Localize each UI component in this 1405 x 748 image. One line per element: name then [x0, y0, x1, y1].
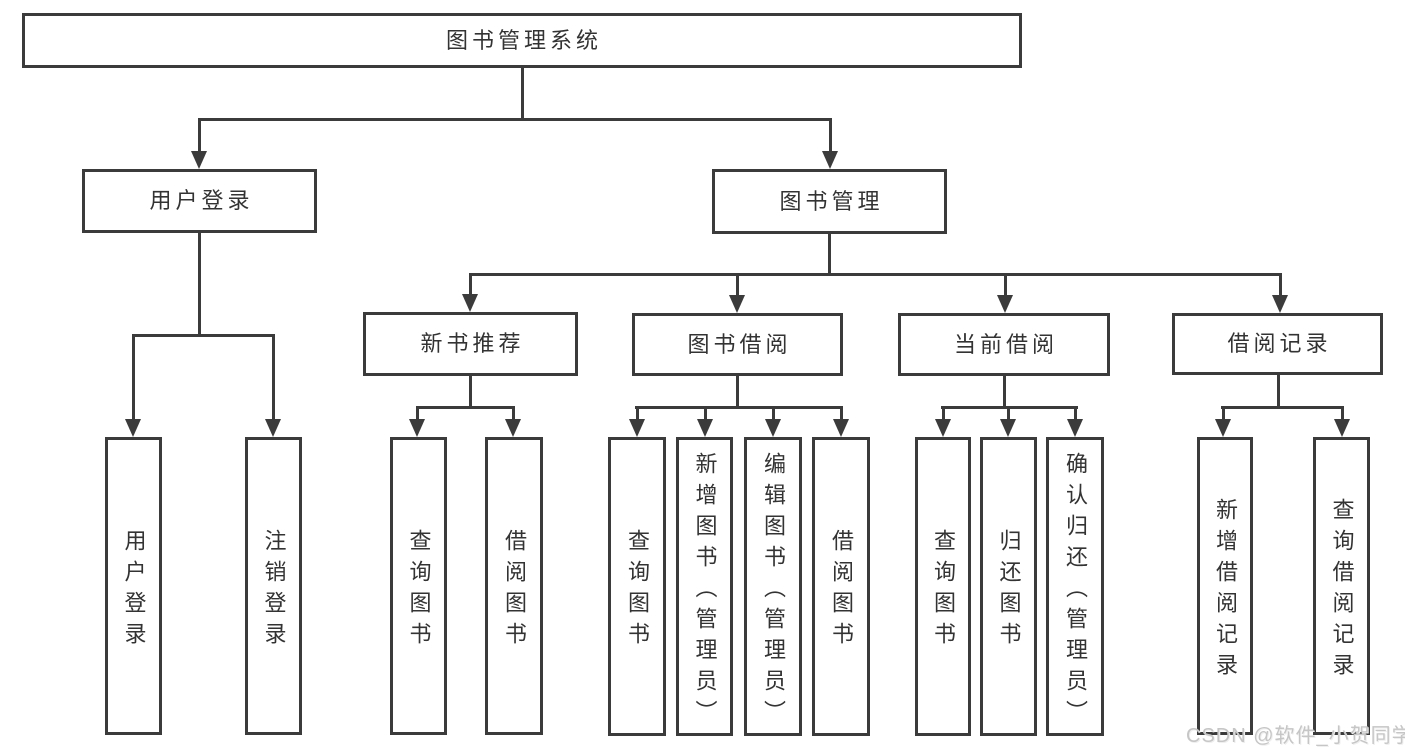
arrow-down-icon: [191, 151, 207, 169]
connector-line: [942, 406, 945, 421]
connector-line: [736, 273, 739, 297]
node-root: 图书管理系统: [22, 13, 1022, 68]
connector-line: [416, 406, 514, 409]
node-rec-query: 查询图书: [390, 437, 447, 735]
arrow-down-icon: [629, 419, 645, 437]
connector-line: [829, 118, 832, 153]
node-cur-return: 归还图书: [980, 437, 1037, 736]
connector-line: [469, 273, 472, 296]
arrow-down-icon: [729, 295, 745, 313]
connector-line: [272, 334, 275, 421]
connector-line: [636, 406, 639, 421]
node-book-mgmt: 图书管理: [712, 169, 947, 234]
connector-line: [512, 406, 515, 421]
connector-line: [1279, 273, 1282, 297]
connector-line: [132, 334, 275, 337]
connector-line: [828, 234, 831, 275]
node-current-borrow: 当前借阅: [898, 313, 1110, 376]
arrow-down-icon: [1215, 419, 1231, 437]
connector-line: [416, 406, 419, 421]
connector-line: [1074, 406, 1077, 421]
connector-line: [1003, 376, 1006, 408]
connector-line: [1277, 375, 1280, 408]
arrow-down-icon: [265, 419, 281, 437]
connector-line: [198, 118, 201, 153]
connector-line: [1341, 406, 1344, 421]
node-borrow-add: 新增图书（管理员）: [676, 437, 733, 736]
connector-line: [1222, 406, 1225, 421]
watermark: CSDN @软件_小贺同学: [1186, 725, 1405, 747]
arrow-down-icon: [833, 419, 849, 437]
arrow-down-icon: [1334, 419, 1350, 437]
arrow-down-icon: [822, 151, 838, 169]
node-book-borrow: 图书借阅: [632, 313, 843, 376]
connector-line: [635, 406, 843, 409]
node-borrow-edit: 编辑图书（管理员）: [744, 437, 802, 736]
node-borrow-query: 查询图书: [608, 437, 666, 736]
connector-line: [198, 233, 201, 336]
node-borrow-borrow: 借阅图书: [812, 437, 870, 736]
arrow-down-icon: [1067, 419, 1083, 437]
connector-line: [840, 406, 843, 421]
connector-line: [1004, 273, 1007, 297]
arrow-down-icon: [505, 419, 521, 437]
connector-line: [198, 118, 832, 121]
node-cur-confirm: 确认归还（管理员）: [1046, 437, 1104, 736]
connector-line: [704, 406, 707, 421]
connector-line: [772, 406, 775, 421]
connector-line: [469, 376, 472, 408]
connector-line: [736, 376, 739, 408]
node-login-logout: 注销登录: [245, 437, 302, 735]
connector-line: [132, 334, 135, 421]
arrow-down-icon: [1000, 419, 1016, 437]
arrow-down-icon: [997, 295, 1013, 313]
node-user-login: 用户登录: [82, 169, 317, 233]
connector-line: [521, 68, 524, 119]
arrow-down-icon: [1272, 295, 1288, 313]
arrow-down-icon: [697, 419, 713, 437]
node-borrow-record: 借阅记录: [1172, 313, 1383, 375]
node-record-query: 查询借阅记录: [1313, 437, 1370, 735]
node-new-book-rec: 新书推荐: [363, 312, 578, 376]
arrow-down-icon: [765, 419, 781, 437]
arrow-down-icon: [935, 419, 951, 437]
node-record-add: 新增借阅记录: [1197, 437, 1253, 735]
connector-line: [1221, 406, 1344, 409]
arrow-down-icon: [462, 294, 478, 312]
arrow-down-icon: [125, 419, 141, 437]
connector-line: [469, 273, 1282, 276]
arrow-down-icon: [409, 419, 425, 437]
connector-line: [1007, 406, 1010, 421]
node-rec-borrow: 借阅图书: [485, 437, 543, 735]
node-login-user: 用户登录: [105, 437, 162, 735]
node-cur-query: 查询图书: [915, 437, 971, 736]
